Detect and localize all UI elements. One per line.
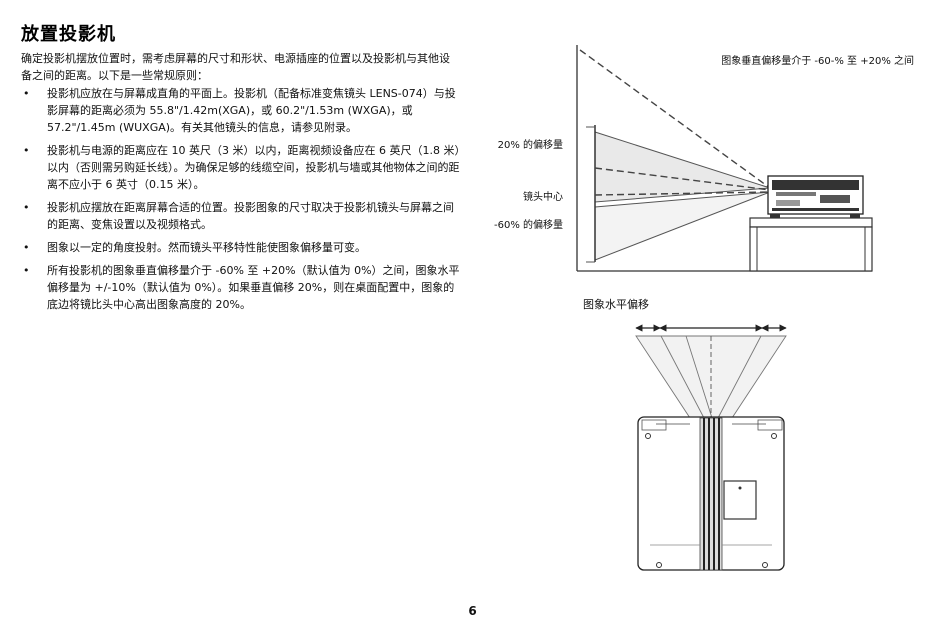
list-item: • 投影机应放在与屏幕成直角的平面上。投影机（配备标准变焦镜头 LENS-074）… <box>21 85 461 136</box>
label-minus60-offset: -60% 的偏移量 <box>494 218 563 231</box>
bullet-icon: • <box>23 144 30 157</box>
list-item-text: 投影机应摆放在距离屏幕合适的位置。投影图象的尺寸取决于投影机镜头与屏幕之间的距离… <box>47 201 454 231</box>
list-item-text: 投影机应放在与屏幕成直角的平面上。投影机（配备标准变焦镜头 LENS-074）与… <box>47 87 456 134</box>
projector-side-icon <box>767 175 864 218</box>
page-number: 6 <box>468 604 477 618</box>
label-plus20-offset: 20% 的偏移量 <box>498 138 563 151</box>
guidelines-list: • 投影机应放在与屏幕成直角的平面上。投影机（配备标准变焦镜头 LENS-074）… <box>21 85 461 319</box>
vertical-offset-diagram: 图象垂直偏移量介于 -60-% 至 +20% 之间 20% 的偏移量 镜头中心 … <box>494 45 914 272</box>
projection-area-minus60 <box>594 191 771 261</box>
list-item-text: 图象以一定的角度投射。然而镜头平移特性能使图象偏移量可变。 <box>47 241 366 254</box>
list-item: • 投影机应摆放在距离屏幕合适的位置。投影图象的尺寸取决于投影机镜头与屏幕之间的距… <box>21 199 461 233</box>
label-lens-center: 镜头中心 <box>523 190 563 203</box>
bullet-icon: • <box>23 241 30 254</box>
dashed-beam-mid <box>594 167 771 191</box>
page-title: 放置投影机 <box>21 24 116 45</box>
dashed-lens-center <box>594 191 771 196</box>
bullet-icon: • <box>23 87 30 100</box>
horizontal-offset-caption: 图象水平偏移 <box>583 297 649 311</box>
bullet-icon: • <box>23 264 30 277</box>
table-icon <box>749 217 873 272</box>
horizontal-beams <box>635 335 787 419</box>
list-item: • 投影机与电源的距离应在 10 英尺（3 米）以内，距离视频设备应在 6 英尺（… <box>21 142 461 193</box>
dashed-beam-top <box>579 49 771 189</box>
projection-area-plus20 <box>594 131 771 203</box>
bullet-icon: • <box>23 201 30 214</box>
list-item: • 图象以一定的角度投射。然而镜头平移特性能使图象偏移量可变。 <box>21 239 461 256</box>
projector-top-icon <box>637 416 785 571</box>
list-item-text: 投影机与电源的距离应在 10 英尺（3 米）以内，距离视频设备应在 6 英尺（1… <box>47 144 460 191</box>
list-item-text: 所有投影机的图象垂直偏移量介于 -60% 至 +20%（默认值为 0%）之间，图… <box>47 264 460 311</box>
vertical-offset-caption: 图象垂直偏移量介于 -60-% 至 +20% 之间 <box>721 54 914 67</box>
horizontal-offset-diagram: 图象水平偏移 <box>583 297 787 571</box>
list-item: • 所有投影机的图象垂直偏移量介于 -60% 至 +20%（默认值为 0%）之间，… <box>21 262 461 313</box>
intro-paragraph: 确定投影机摆放位置时，需考虑屏幕的尺寸和形状、电源插座的位置以及投影机与其他设备… <box>21 52 450 82</box>
